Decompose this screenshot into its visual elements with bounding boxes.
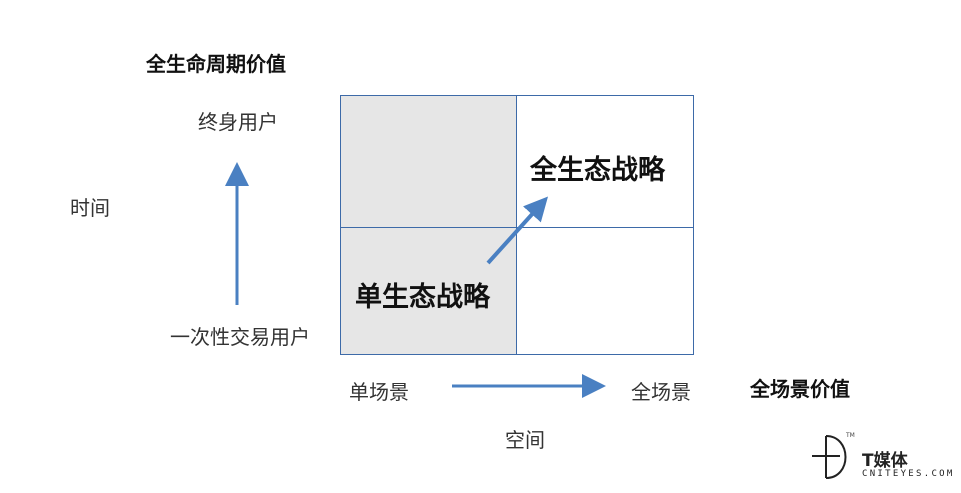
- logo-trademark: TM: [846, 432, 855, 439]
- right-title: 全场景价值: [750, 377, 850, 401]
- top-title: 全生命周期价值: [146, 52, 286, 76]
- quadrant-top-left: [340, 95, 518, 229]
- x-right-label: 全场景: [631, 380, 691, 404]
- x-left-label: 单场景: [349, 380, 409, 404]
- diagonal-arrow: [486, 196, 549, 265]
- y-axis-label: 时间: [70, 196, 110, 220]
- y-top-label: 终身用户: [198, 110, 278, 134]
- logo-site: CNITEYES.COM: [862, 469, 955, 479]
- single-ecosystem-label: 单生态战略: [355, 282, 490, 313]
- full-ecosystem-label: 全生态战略: [530, 155, 665, 186]
- y-bottom-label: 一次性交易用户: [170, 325, 310, 349]
- quadrant-bottom-right: [516, 227, 694, 355]
- x-axis-label: 空间: [505, 428, 545, 452]
- quadrant-bottom-left: [340, 227, 518, 355]
- logo-mark-icon: [812, 435, 847, 479]
- logo-name: T媒体: [862, 451, 908, 471]
